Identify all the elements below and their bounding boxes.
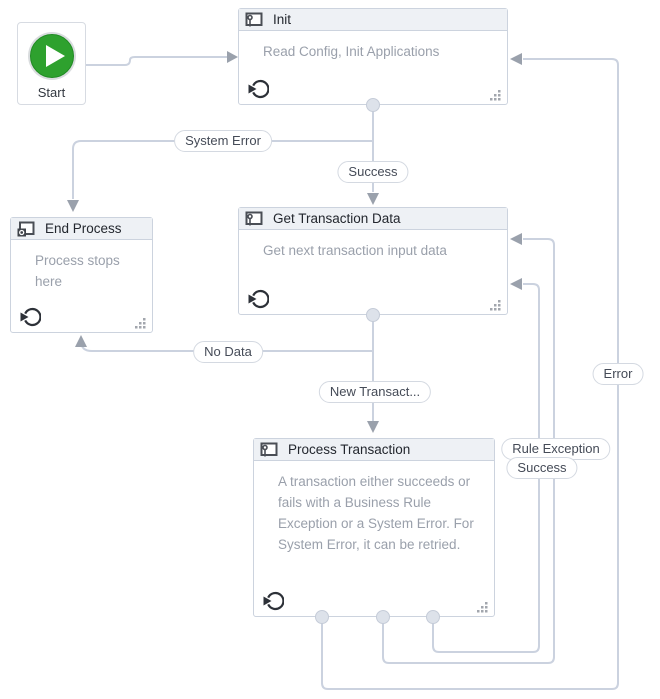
state-title: Get Transaction Data <box>273 211 401 226</box>
state-description: A transaction either succeeds or fails w… <box>278 474 474 552</box>
state-node-process-transaction[interactable]: Process Transaction A transaction either… <box>253 438 495 617</box>
entry-actions-icon <box>262 590 285 612</box>
state-header[interactable]: End Process <box>11 218 152 240</box>
arrowhead <box>227 51 238 63</box>
state-title: End Process <box>45 221 122 236</box>
resize-grip-icon[interactable] <box>135 316 146 329</box>
entry-actions-icon <box>247 78 270 100</box>
state-description: Get next transaction input data <box>263 243 447 258</box>
state-icon <box>260 442 278 456</box>
resize-grip-icon[interactable] <box>477 600 488 613</box>
state-node-end-process[interactable]: End Process Process stops here <box>10 217 153 333</box>
wire-start-to-init[interactable] <box>86 56 227 66</box>
transition-label-success-2[interactable]: Success <box>506 457 578 479</box>
transition-label-error[interactable]: Error <box>592 363 644 385</box>
arrowhead <box>75 335 87 347</box>
state-description: Read Config, Init Applications <box>263 44 440 59</box>
arrowhead <box>367 421 379 433</box>
state-header[interactable]: Process Transaction <box>254 439 494 461</box>
arrowhead <box>67 200 79 212</box>
transition-label-success[interactable]: Success <box>337 161 409 183</box>
state-header[interactable]: Init <box>239 9 507 31</box>
state-icon <box>245 211 263 225</box>
arrowhead <box>510 233 522 245</box>
arrowhead <box>367 193 379 205</box>
start-label: Start <box>37 85 66 100</box>
state-title: Init <box>273 12 292 27</box>
state-header[interactable]: Get Transaction Data <box>239 208 507 230</box>
arrowhead <box>510 53 522 65</box>
transition-label-system-error[interactable]: System Error <box>174 130 272 152</box>
state-description: Process stops here <box>35 253 120 289</box>
entry-actions-icon <box>247 288 270 310</box>
transition-label-new-transaction[interactable]: New Transact... <box>318 381 432 403</box>
resize-grip-icon[interactable] <box>490 298 501 311</box>
arrowhead <box>510 278 522 290</box>
state-node-init[interactable]: Init Read Config, Init Applications <box>238 8 508 105</box>
transition-label-no-data[interactable]: No Data <box>193 341 263 363</box>
start-play-icon[interactable] <box>25 29 79 83</box>
entry-actions-icon <box>19 306 42 328</box>
state-node-get-transaction-data[interactable]: Get Transaction Data Get next transactio… <box>238 207 508 315</box>
state-icon <box>245 12 263 26</box>
final-state-icon <box>17 221 35 236</box>
start-node[interactable]: Start <box>17 22 86 105</box>
state-title: Process Transaction <box>288 442 411 457</box>
resize-grip-icon[interactable] <box>490 88 501 101</box>
